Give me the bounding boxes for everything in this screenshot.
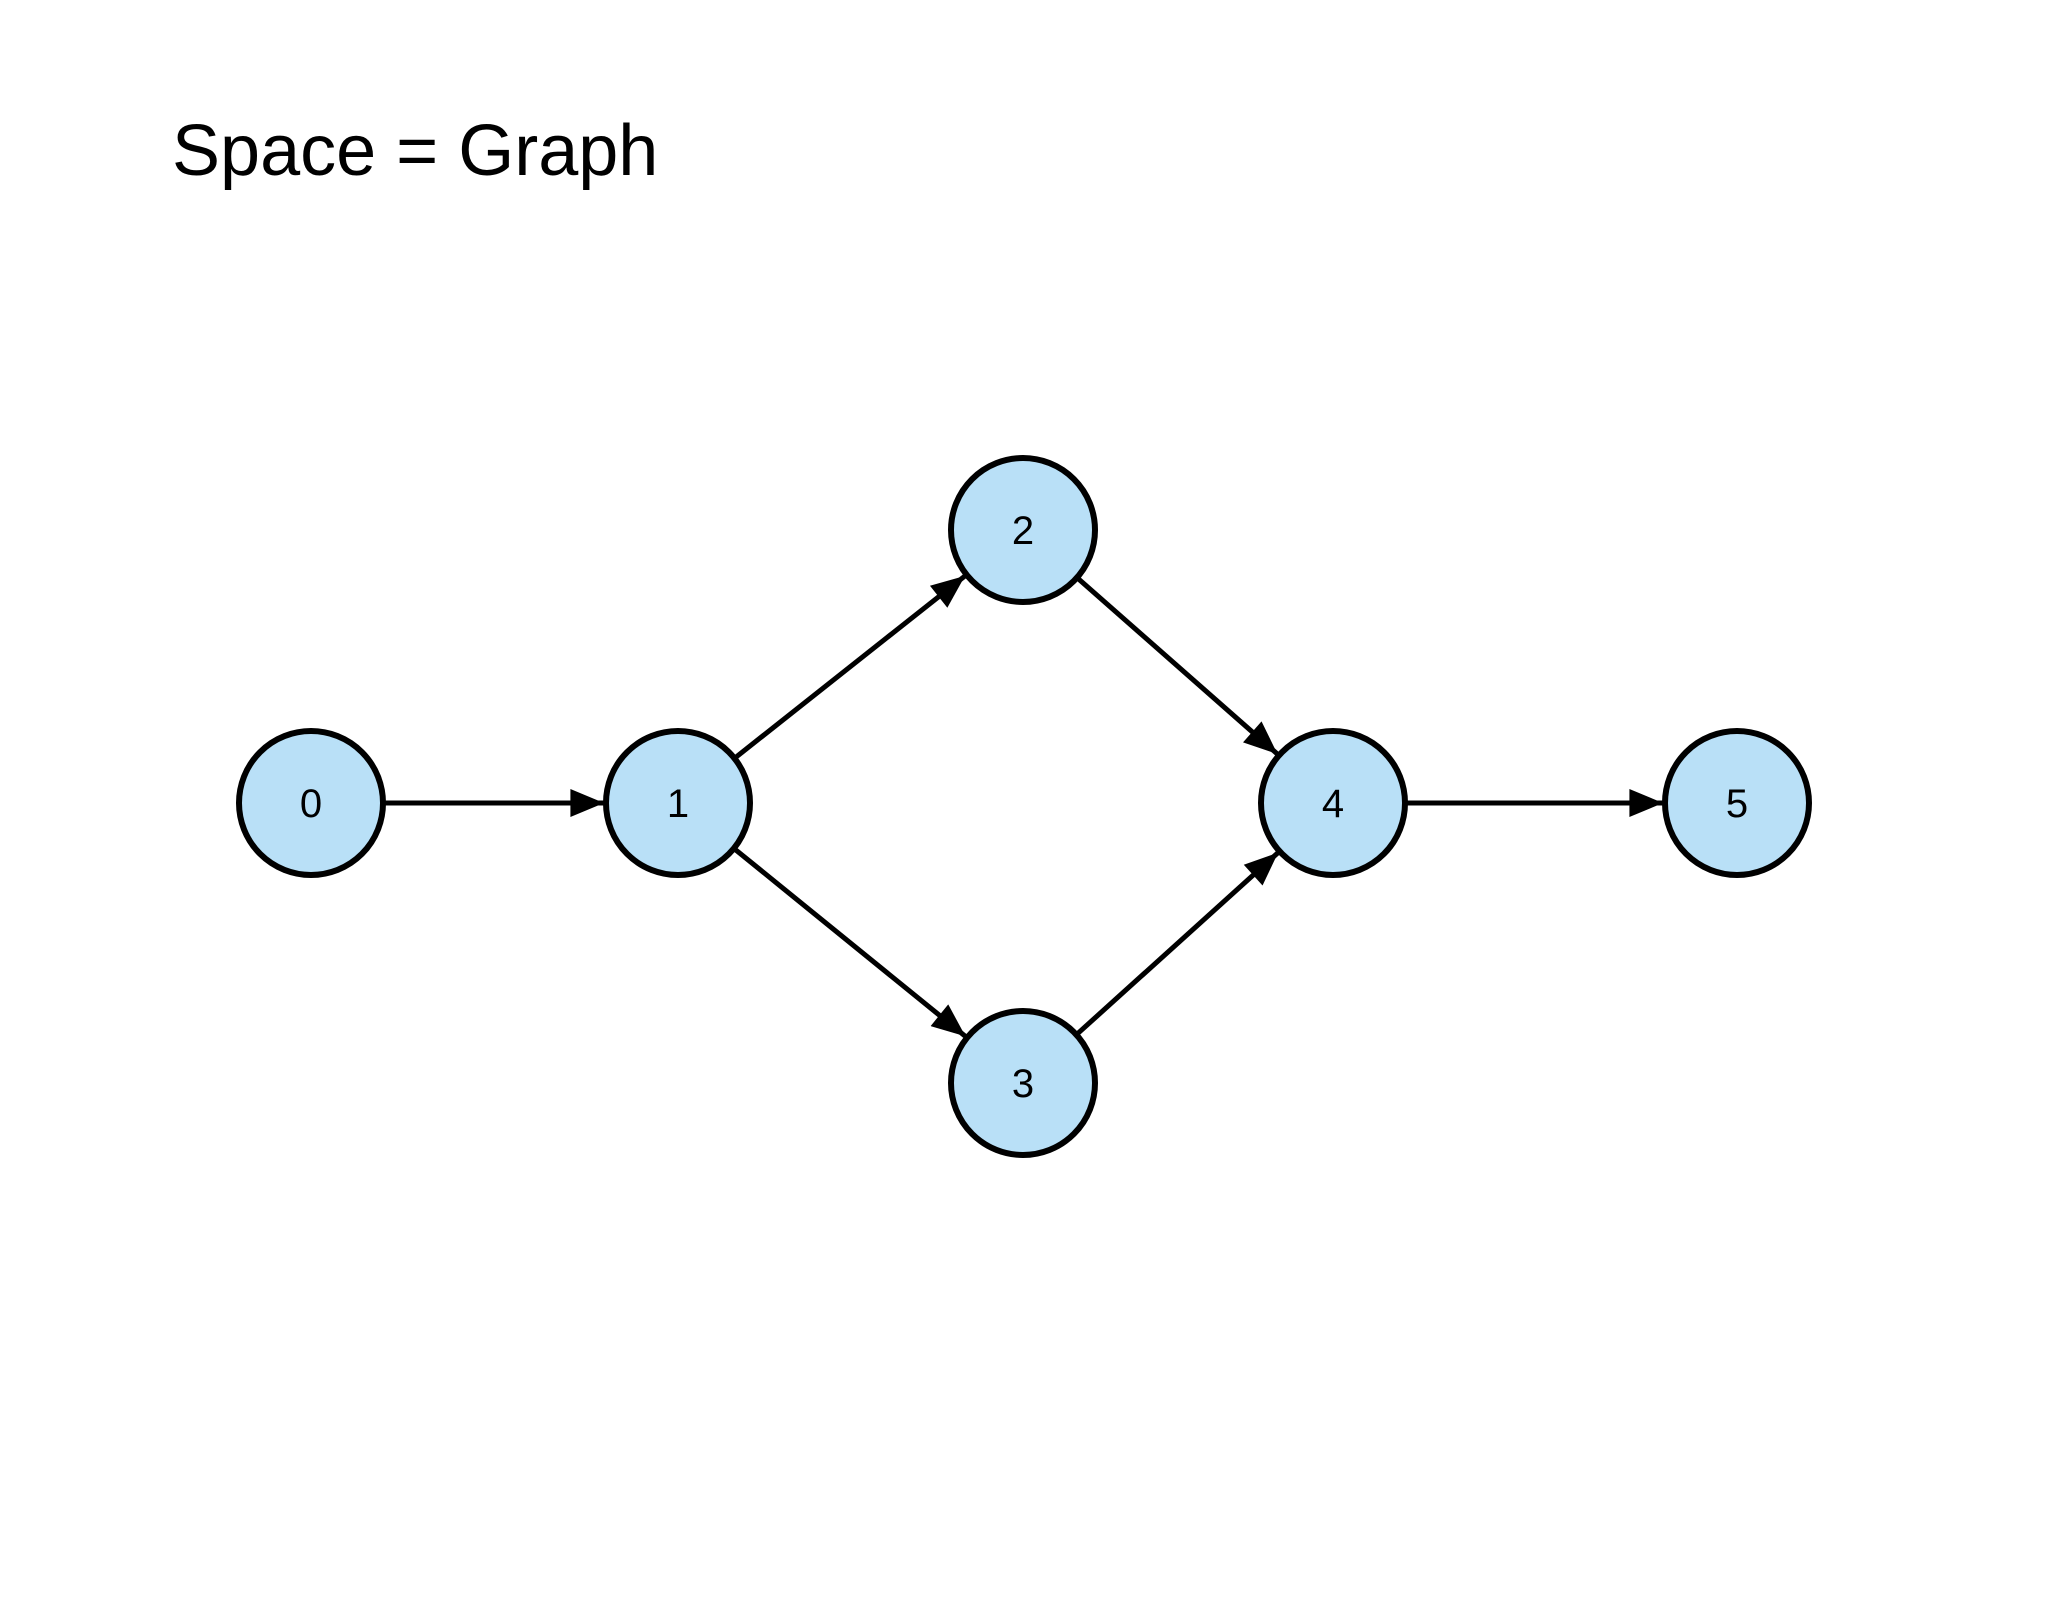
graph-node-label-4: 4 (1322, 782, 1344, 826)
graph-nodes-layer: 0 1 2 3 4 5 (236, 455, 1812, 1158)
graph-node-5 (1662, 728, 1812, 878)
graph-node-label-0: 0 (300, 782, 322, 826)
graph-node-label-3: 3 (1012, 1062, 1034, 1106)
graph-node-0 (236, 728, 386, 878)
graph-node-label-2: 2 (1012, 509, 1034, 553)
graph-edge-2-4 (1075, 575, 1280, 756)
graph-edge-1-3 (732, 846, 968, 1039)
graph-node-label-1: 1 (667, 782, 689, 826)
graph-node-2 (948, 455, 1098, 605)
graph-node-4 (1258, 728, 1408, 878)
graph-edges-layer (383, 573, 1663, 1039)
graph-edge-1-2 (732, 573, 967, 761)
graph-node-label-5: 5 (1726, 782, 1748, 826)
graph-edge-3-4 (1074, 850, 1280, 1037)
page-title: Space = Graph (172, 111, 659, 191)
graph-node-1 (603, 728, 753, 878)
graph-node-3 (948, 1008, 1098, 1158)
